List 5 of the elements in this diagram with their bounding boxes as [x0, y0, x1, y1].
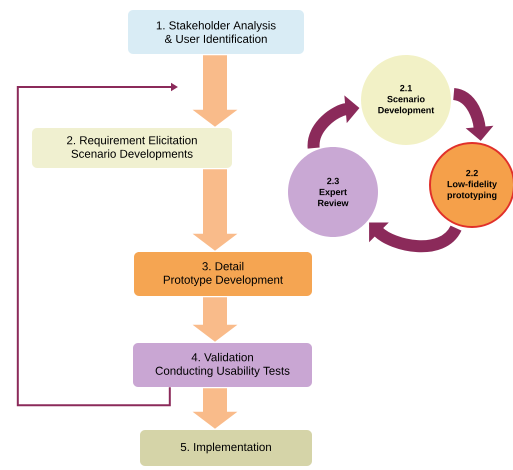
- process-box: 4. Validation Conducting Usability Tests: [133, 343, 312, 387]
- process-box: 3. Detail Prototype Development: [134, 252, 312, 296]
- process-box: 5. Implementation: [140, 430, 312, 466]
- process-box: 2. Requirement Elicitation Scenario Developments: [32, 128, 232, 168]
- process-box: 1. Stakeholder Analysis & User Identification: [128, 10, 304, 54]
